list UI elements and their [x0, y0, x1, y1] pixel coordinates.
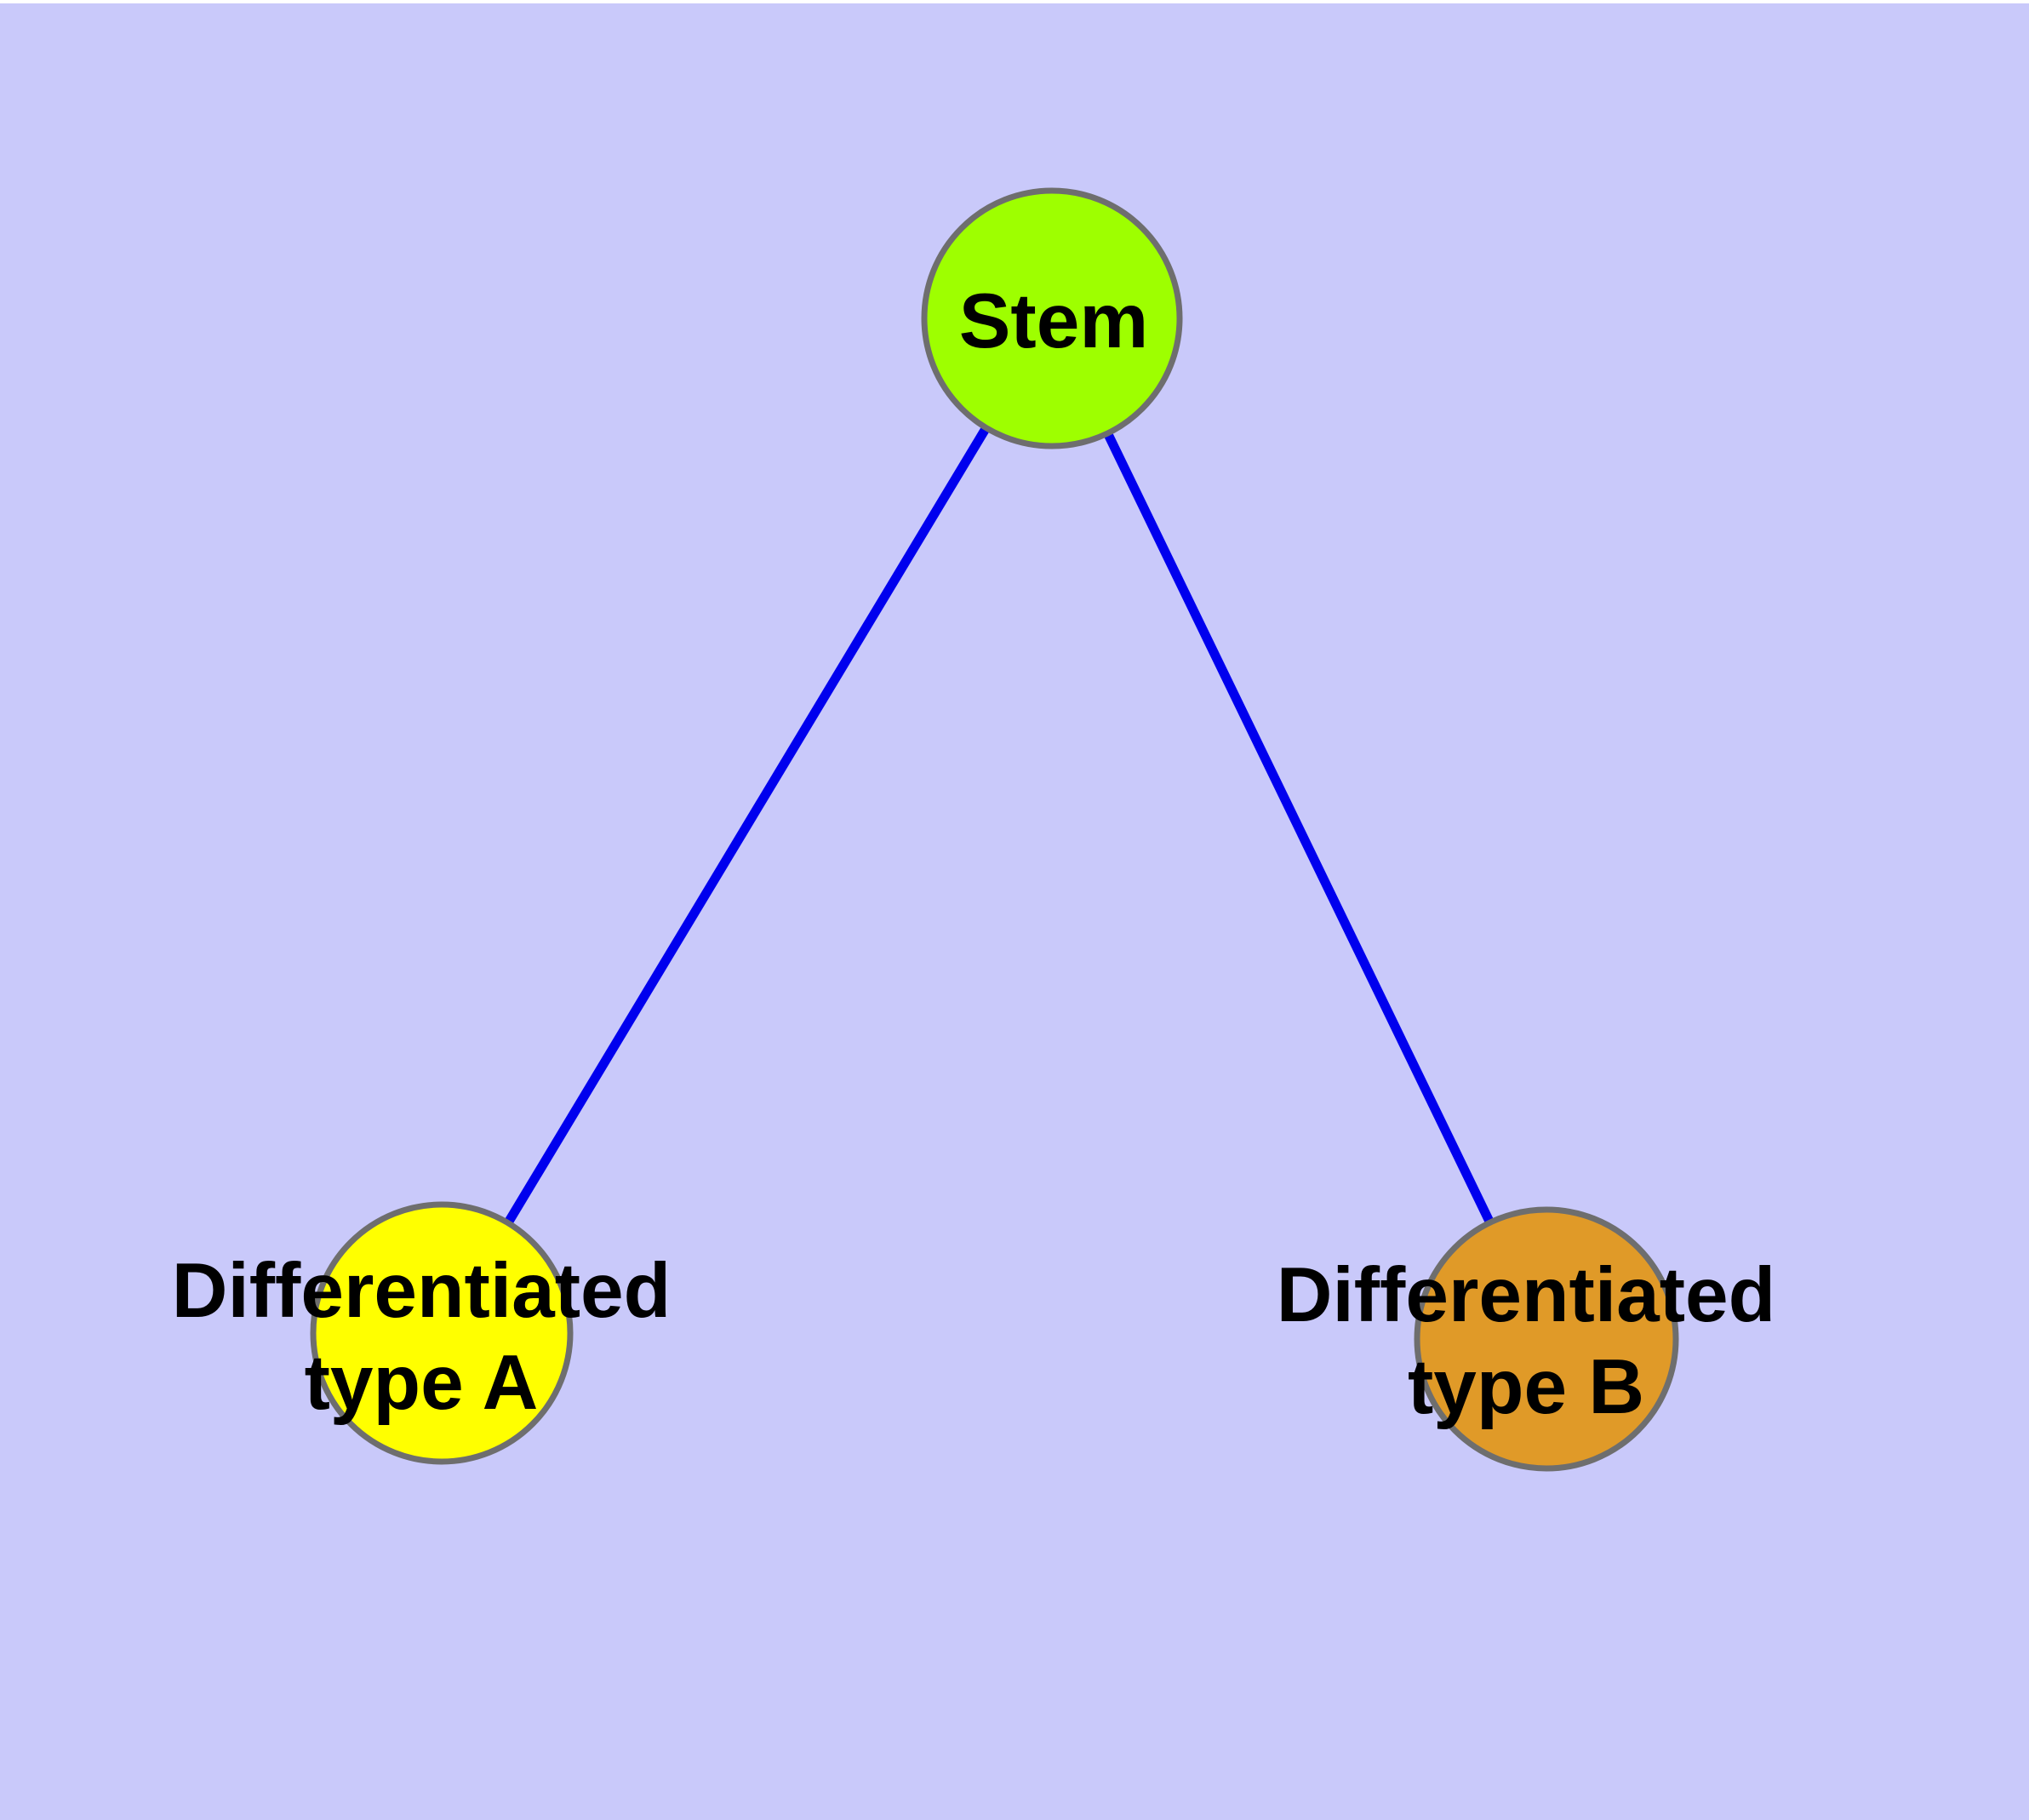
node-label-stem: Stem	[959, 278, 1149, 364]
node-differentiated-type-a[interactable]	[310, 1201, 574, 1465]
node-label-line: Differentiated	[172, 1248, 672, 1334]
node-label-line: Differentiated	[1277, 1252, 1776, 1338]
node-label-line: Stem	[959, 278, 1149, 364]
node-differentiated-type-b[interactable]	[1414, 1206, 1679, 1472]
node-circle-differentiated-type-a[interactable]	[310, 1201, 574, 1465]
edge-stem-to-differentiated-type-b[interactable]	[1048, 316, 1551, 1342]
node-circle-differentiated-type-b[interactable]	[1414, 1206, 1679, 1472]
node-label-line: type A	[305, 1340, 539, 1426]
node-layer	[310, 187, 1679, 1472]
node-label-line: type B	[1408, 1344, 1644, 1430]
node-stem[interactable]	[921, 187, 1183, 449]
edge-layer	[437, 316, 1551, 1342]
edge-stem-to-differentiated-type-a[interactable]	[437, 316, 1056, 1336]
node-circle-stem[interactable]	[921, 187, 1183, 449]
